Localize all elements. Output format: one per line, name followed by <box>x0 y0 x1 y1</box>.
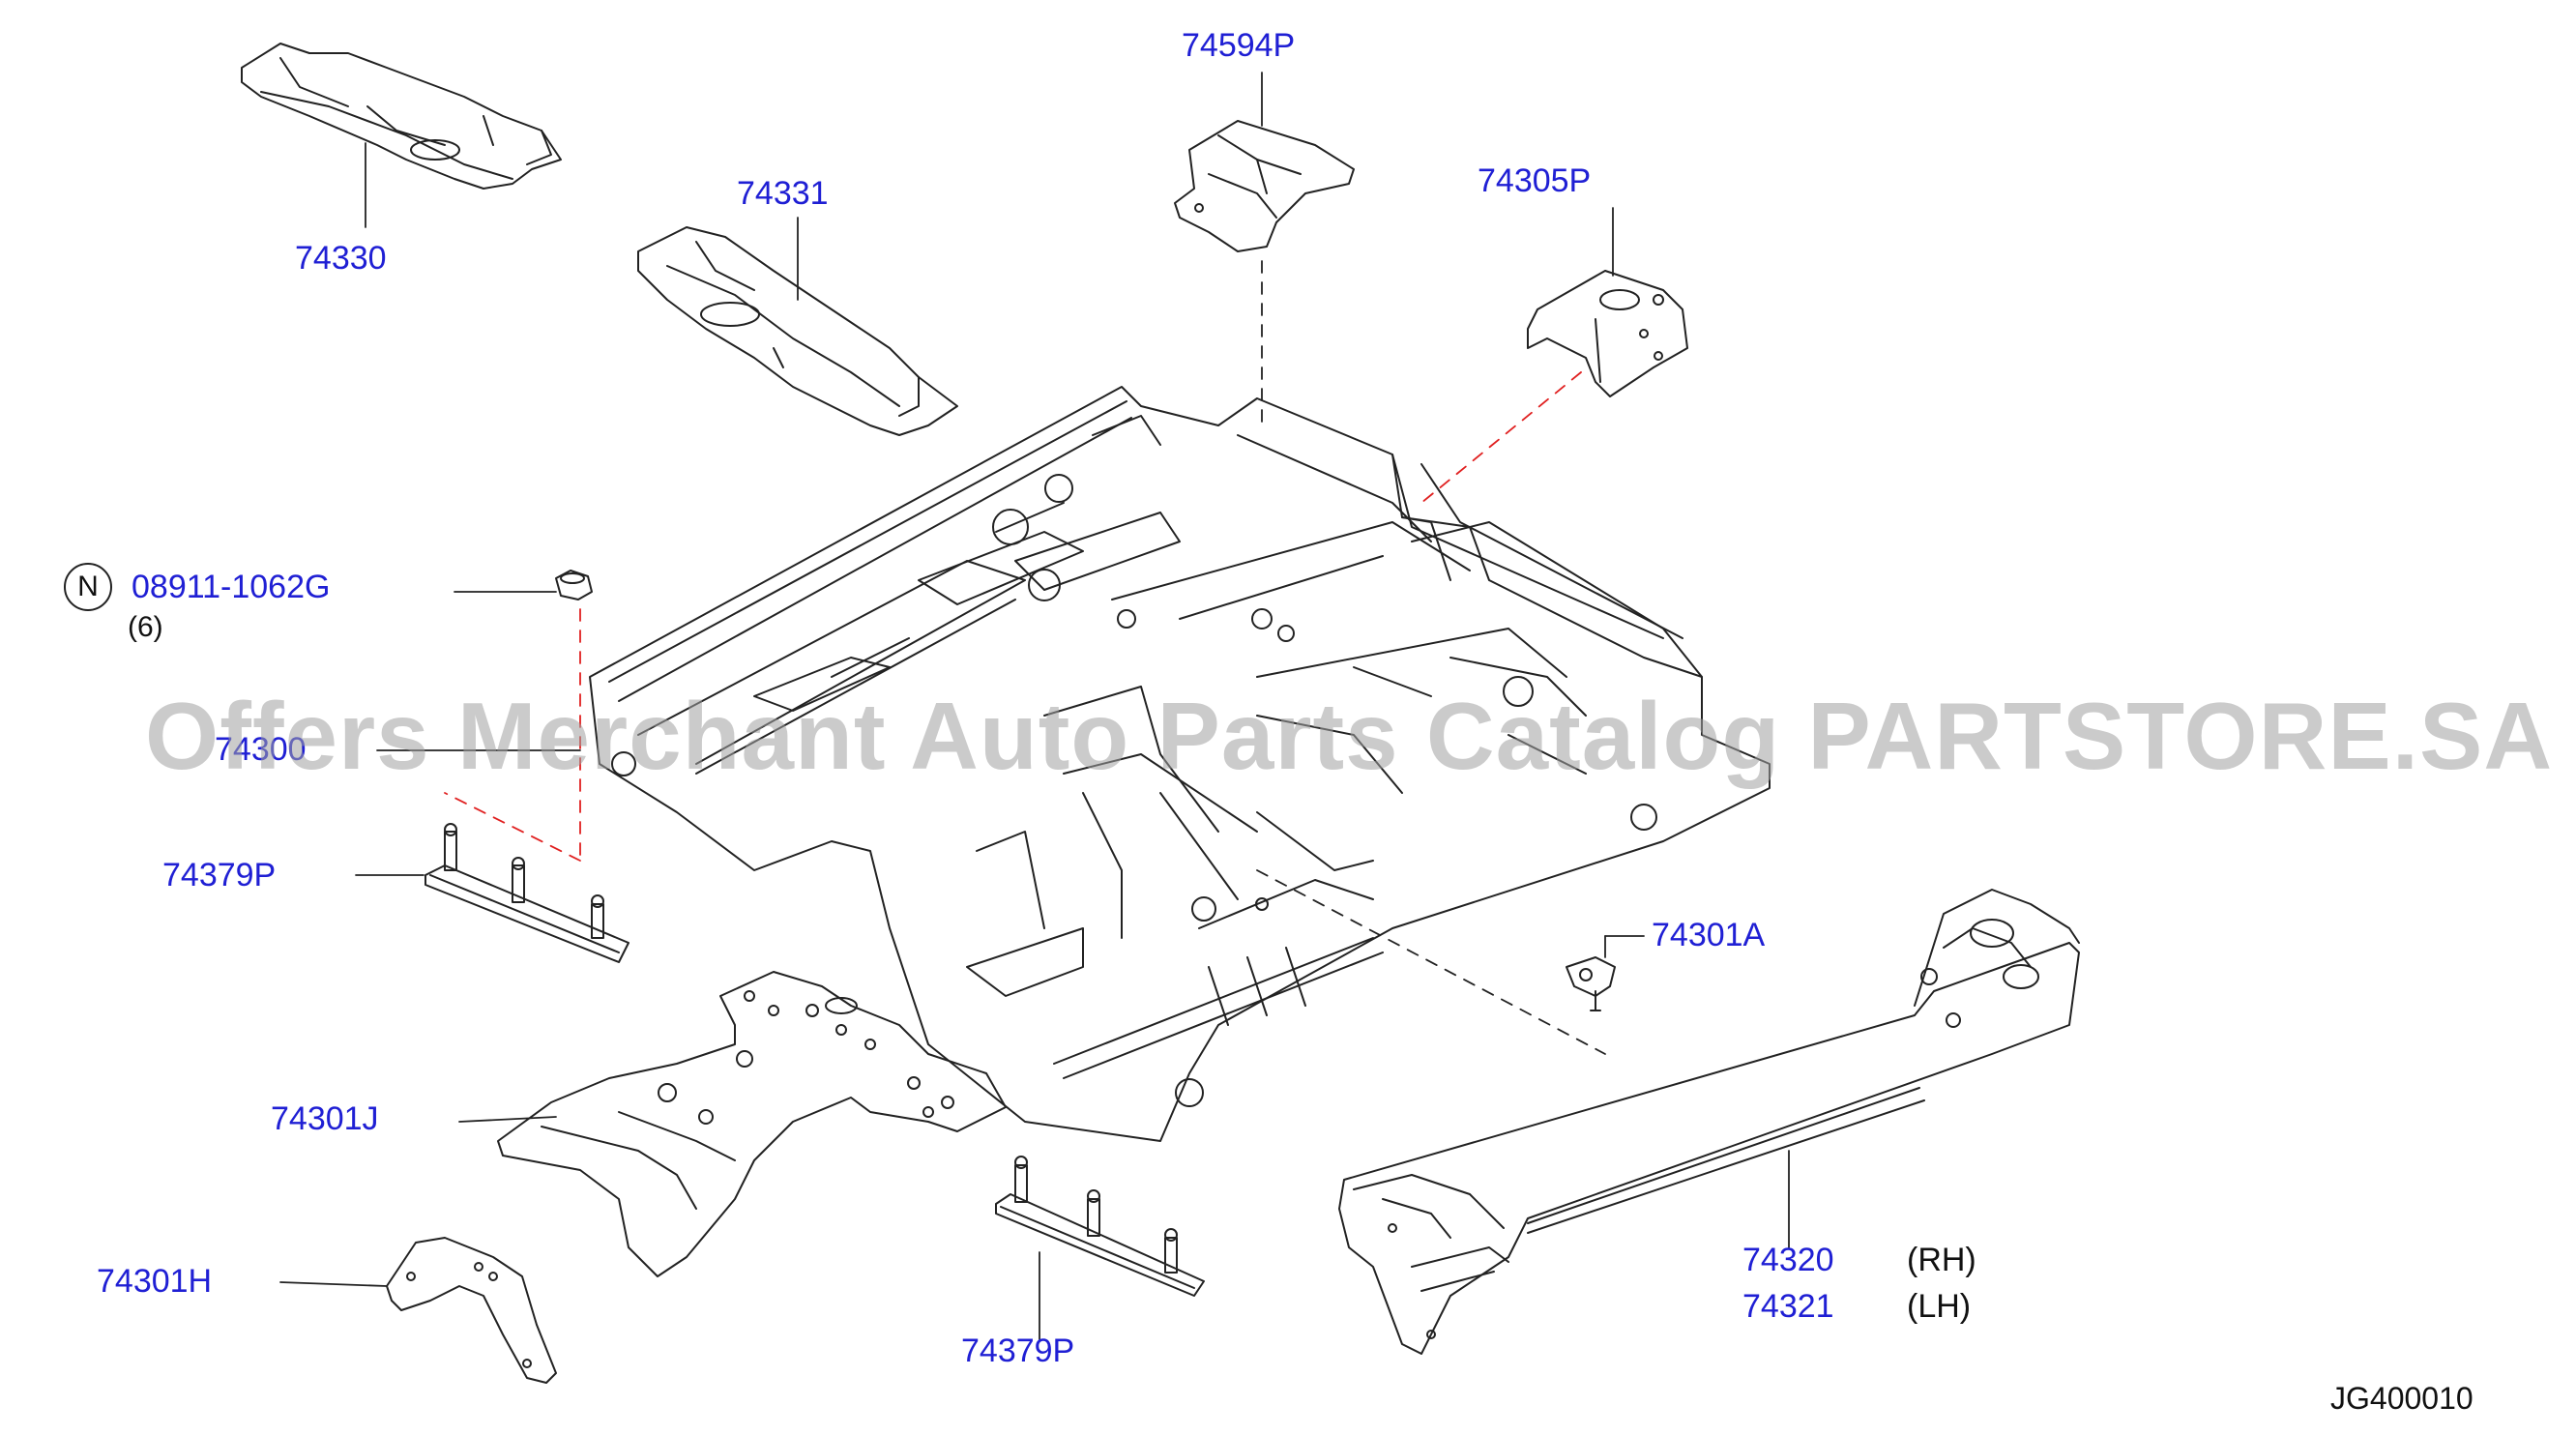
label-74320-side: (RH) <box>1907 1242 1976 1278</box>
label-74321-side: (LH) <box>1907 1288 1972 1325</box>
dashed-guides <box>1256 260 1606 1055</box>
member-74331-drawing <box>637 226 958 436</box>
label-74300[interactable]: 74300 <box>215 731 307 768</box>
label-74330[interactable]: 74330 <box>295 240 387 277</box>
side-sill-drawing <box>1338 889 2080 1355</box>
floor-panel-front <box>589 386 1771 1142</box>
red-dashed-guides <box>444 371 1582 862</box>
label-bolt-code[interactable]: 08911-1062G <box>132 569 331 605</box>
label-74301H[interactable]: 74301H <box>97 1263 213 1300</box>
bolt-drawing <box>555 570 593 600</box>
rail-74379P-bottom-drawing <box>995 1156 1205 1297</box>
label-bolt-qty: (6) <box>128 611 163 643</box>
bracket-74305P-drawing <box>1527 270 1688 397</box>
member-74330-drawing <box>241 43 562 190</box>
label-74331[interactable]: 74331 <box>737 175 829 212</box>
n-marker-icon: N <box>64 563 112 611</box>
label-74321[interactable]: 74321 <box>1742 1288 1834 1325</box>
label-74594P[interactable]: 74594P <box>1182 27 1296 64</box>
leader-lines <box>279 72 1790 1340</box>
watermark: Offers Merchant Auto Parts Catalog PARTS… <box>145 683 2554 789</box>
label-74301J[interactable]: 74301J <box>271 1100 379 1137</box>
label-74379P-left[interactable]: 74379P <box>162 857 277 893</box>
label-74320[interactable]: 74320 <box>1742 1242 1834 1278</box>
bracket-74594P-drawing <box>1174 120 1355 252</box>
label-74379P-bottom[interactable]: 74379P <box>961 1332 1075 1369</box>
bracket-74301H-drawing <box>386 1237 557 1384</box>
label-74301A[interactable]: 74301A <box>1652 917 1766 953</box>
crossmember-74301J-drawing <box>497 971 1007 1277</box>
diagram-code: JG400010 <box>2330 1381 2474 1416</box>
label-74305P[interactable]: 74305P <box>1478 162 1592 199</box>
rail-74379P-left-drawing <box>424 823 629 963</box>
bracket-74301A-drawing <box>1566 956 1616 1011</box>
